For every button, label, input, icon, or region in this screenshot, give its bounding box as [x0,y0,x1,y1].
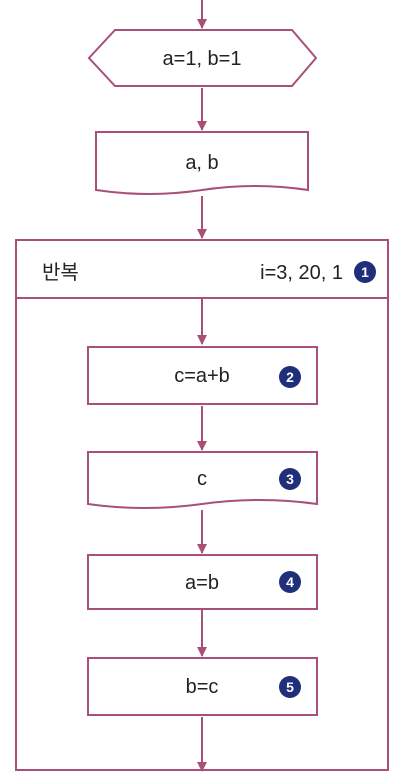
init-node: a=1, b=1 [87,29,318,87]
loop-frame [15,239,389,771]
badge-5: 5 [279,676,301,698]
badge-2: 2 [279,366,301,388]
badge-2-circle [279,366,301,388]
assign-b-text: b=c [186,676,219,698]
loop-range: i=3, 20, 1 [260,262,343,284]
calc-text: c=a+b [174,365,230,387]
init-shape [87,29,318,87]
badge-1-number: 1 [361,264,369,280]
loop-block: 반복 i=3, 20, 1 1 [15,239,389,771]
init-text: a=1, b=1 [163,48,242,70]
output-ab-node: a, b [95,131,309,195]
badge-3-number: 3 [286,471,294,487]
badge-1: 1 [354,261,376,283]
output-c-node: c 3 [87,451,318,509]
output-c-shape [87,451,318,509]
assign-a-shape [87,554,318,610]
badge-4: 4 [279,571,301,593]
assign-a-text: a=b [185,572,219,594]
calc-node: c=a+b 2 [87,346,318,405]
badge-5-circle [279,676,301,698]
output-ab-shape [95,131,309,195]
badge-3-circle [279,468,301,490]
output-c-text: c [197,468,207,490]
badge-5-number: 5 [286,679,294,695]
calc-shape [87,346,318,405]
assign-b-node: b=c 5 [87,657,318,716]
assign-b-shape [87,657,318,716]
badge-4-number: 4 [286,574,294,590]
badge-3: 3 [279,468,301,490]
badge-4-circle [279,571,301,593]
loop-label: 반복 [42,261,79,284]
assign-a-node: a=b 4 [87,554,318,610]
output-ab-text: a, b [185,152,218,174]
badge-2-number: 2 [286,369,294,385]
badge-1-circle [354,261,376,283]
